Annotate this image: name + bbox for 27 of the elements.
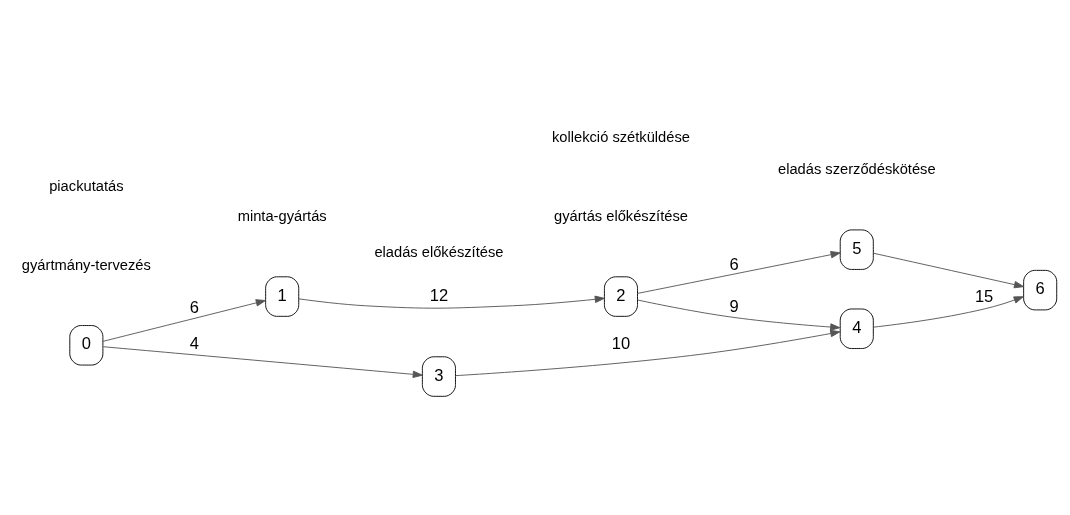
arrow xyxy=(455,329,841,377)
arrow xyxy=(102,346,423,378)
edge-label: 15 xyxy=(974,286,994,306)
label: piackutatás xyxy=(49,177,124,194)
arrow xyxy=(637,251,841,294)
arrow xyxy=(102,299,266,342)
node-box: 4 xyxy=(839,308,874,349)
node-box: 6 xyxy=(1023,269,1058,311)
arrow xyxy=(873,252,1025,289)
node-box: 0 xyxy=(69,325,104,366)
node-box: 3 xyxy=(421,356,456,397)
arrow xyxy=(872,296,1024,328)
label: eladás előkészítése xyxy=(374,243,504,260)
arrow xyxy=(637,299,841,331)
edge-label: 12 xyxy=(429,285,449,305)
edge-label: 9 xyxy=(729,296,739,316)
label: eladás szerződéskötése xyxy=(777,161,936,178)
node-box: 1 xyxy=(265,276,300,317)
node-box: 2 xyxy=(603,276,638,317)
edge-label: 4 xyxy=(189,334,199,354)
edge-label: 10 xyxy=(611,334,631,354)
edge-label: 6 xyxy=(189,297,199,317)
label: kollekció szétküldése xyxy=(551,128,690,145)
arrow xyxy=(298,295,605,309)
node-box: 5 xyxy=(839,229,874,270)
label: gyártmány-tervezés xyxy=(21,256,151,273)
edge-label: 6 xyxy=(729,255,739,275)
